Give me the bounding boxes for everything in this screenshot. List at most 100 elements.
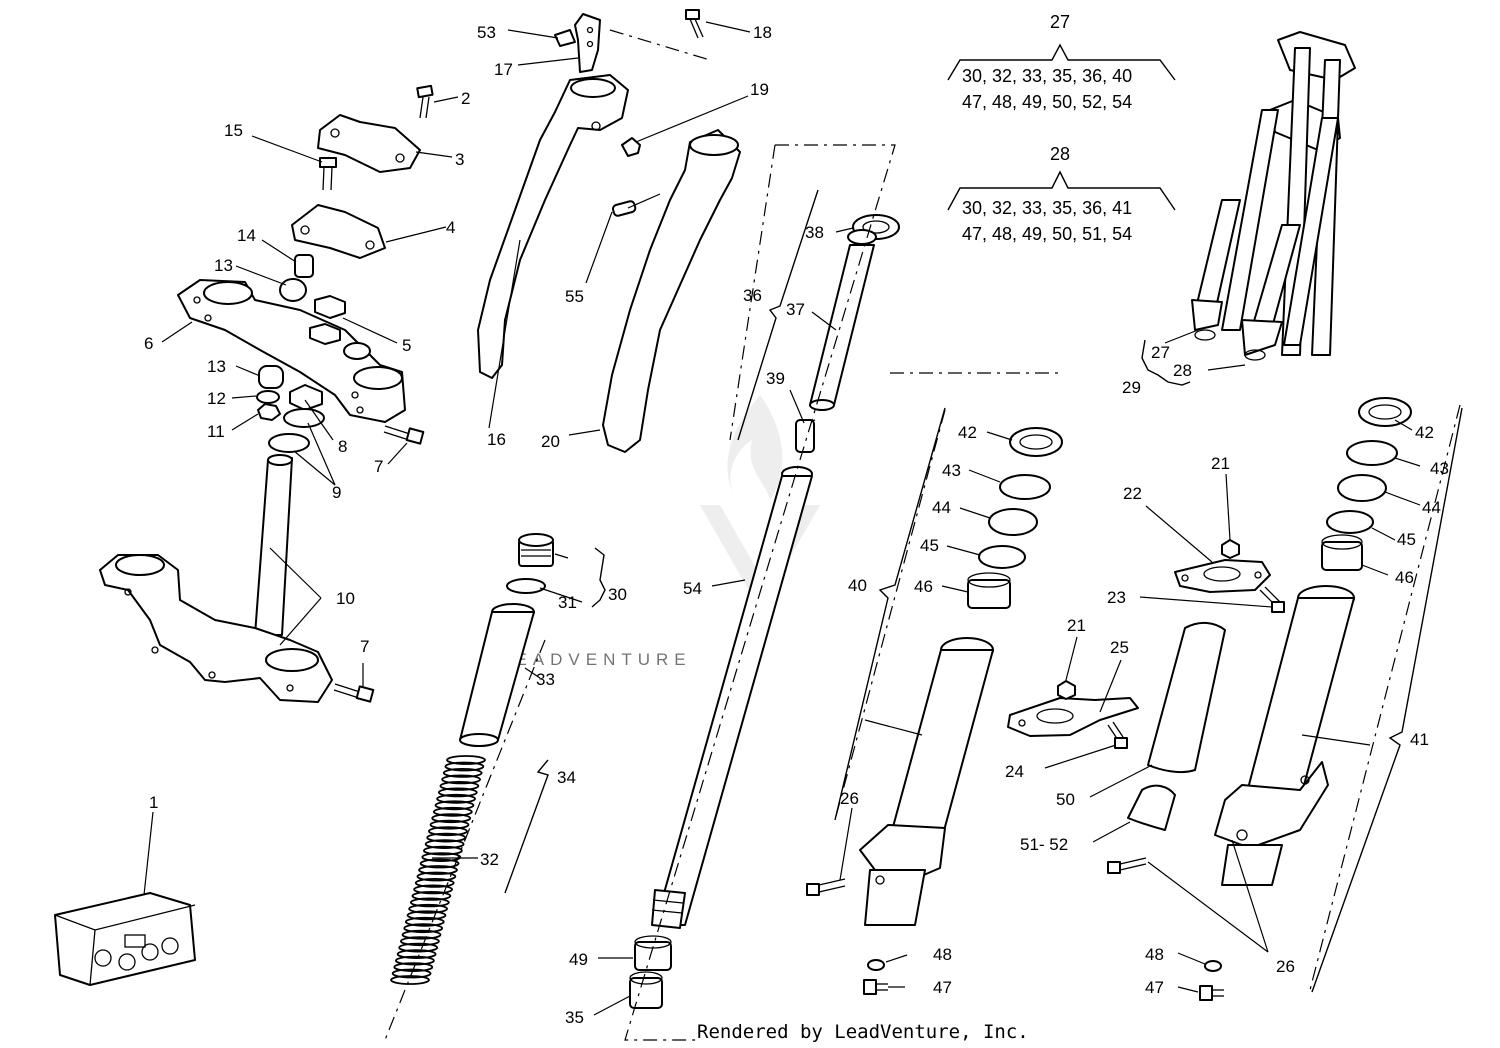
- part-7-bolt-upper: [383, 425, 425, 445]
- spring-coil: [401, 929, 442, 940]
- callout-55: 55: [565, 287, 584, 306]
- callout-54: 54: [683, 579, 702, 598]
- callout-14: 14: [237, 226, 256, 245]
- kit-27-line1: 30, 32, 33, 35, 36, 40: [962, 66, 1132, 86]
- callout-6: 6: [144, 334, 153, 353]
- part-20-clamp-ring: [689, 134, 739, 156]
- callout-1: 1: [149, 793, 158, 812]
- part-29-fork-assembly: [1191, 31, 1356, 361]
- spring-coil: [398, 942, 439, 953]
- part-22-bracket: [1174, 559, 1271, 593]
- spring-coil: [391, 968, 432, 979]
- kit-28-line1: 30, 32, 33, 35, 36, 41: [962, 198, 1132, 218]
- callout-22: 22: [1123, 484, 1142, 503]
- spring-coil: [442, 768, 483, 778]
- spring-coil: [422, 845, 463, 856]
- callout-10: 10: [336, 589, 355, 608]
- part-47-drain-screw-right: [1199, 985, 1224, 1001]
- callout-21a: 21: [1211, 454, 1230, 473]
- part-15-bolt: [319, 157, 337, 191]
- part-31-o-ring: [506, 578, 546, 594]
- part-5-nut: [314, 295, 346, 319]
- footer-credit: Rendered by LeadVenture, Inc.: [697, 1021, 1029, 1043]
- callout-18: 18: [753, 23, 772, 42]
- spring-coil: [409, 897, 450, 908]
- part-30-fork-cap: [518, 533, 554, 567]
- spring-coil: [424, 839, 465, 849]
- part-5-nut-2: [309, 323, 341, 345]
- spring-coil: [444, 761, 485, 772]
- callout-29: 29: [1122, 378, 1141, 397]
- callout-16: 16: [487, 430, 506, 449]
- part-4-clamp-lower: [291, 204, 386, 259]
- spring-coil: [429, 819, 470, 830]
- callout-45b: 45: [1397, 530, 1416, 549]
- callout-33: 33: [536, 670, 555, 689]
- callout-8: 8: [338, 437, 347, 456]
- callout-5: 5: [402, 336, 411, 355]
- callout-23: 23: [1107, 588, 1126, 607]
- part-43-circlip: [999, 474, 1051, 500]
- part-45-washer: [978, 545, 1026, 569]
- part-10-lower-triple-clamp: [99, 454, 333, 703]
- callout-51-52: 51- 52: [1020, 835, 1068, 854]
- part-50-tube: [1147, 622, 1226, 774]
- part-21-nut-upper: [1221, 539, 1240, 559]
- spring-coil: [434, 800, 475, 811]
- callout-48b: 48: [1145, 945, 1164, 964]
- callout-50: 50: [1056, 790, 1075, 809]
- part-26-axle-bolt-right: [1107, 857, 1147, 874]
- callout-43b: 43: [1430, 459, 1449, 478]
- spring-coil: [399, 936, 440, 947]
- part-54-inner-tube: [651, 466, 813, 929]
- callout-4: 4: [446, 218, 455, 237]
- callout-15: 15: [224, 121, 243, 140]
- callout-13a: 13: [207, 357, 226, 376]
- callout-49: 49: [569, 950, 588, 969]
- part-3-clamp-top: [317, 114, 421, 173]
- callout-45a: 45: [920, 536, 939, 555]
- part-13-rubber-lower: [258, 365, 284, 389]
- part-8-stem-nut: [289, 384, 323, 411]
- callout-46b: 46: [1395, 568, 1414, 587]
- part-16-clamp-ring: [570, 78, 616, 98]
- callout-7b: 7: [360, 637, 369, 656]
- part-45-washer-right: [1326, 510, 1374, 534]
- spring-coil: [418, 865, 458, 875]
- callout-26b: 26: [1276, 957, 1295, 976]
- callout-53: 53: [477, 23, 496, 42]
- callout-43a: 43: [942, 461, 961, 480]
- spring-coil: [413, 884, 454, 895]
- spring-coil: [441, 774, 482, 785]
- spring-coil: [427, 826, 468, 837]
- part-20-fork-cover-right: [602, 129, 741, 453]
- part-14-bushing: [294, 254, 314, 278]
- callout-11: 11: [207, 422, 225, 441]
- spring-coil: [411, 891, 452, 901]
- spring-coil: [414, 878, 455, 888]
- part-26-axle-bolt-left: [806, 878, 846, 896]
- callout-48a: 48: [933, 945, 952, 964]
- spring-coil: [403, 923, 444, 934]
- part-6-upper-triple-clamp: [177, 279, 406, 423]
- spring-coil: [446, 755, 486, 765]
- callout-21b: 21: [1067, 616, 1086, 635]
- part-9-washer-b: [268, 433, 310, 453]
- kit-28-number: 28: [1050, 144, 1070, 164]
- watermark-text: LEADVENTURE: [500, 650, 692, 669]
- part-43-circlip-right: [1346, 440, 1398, 466]
- part-16-fork-cover-left: [477, 74, 629, 379]
- kit-group-27: 27 30, 32, 33, 35, 36, 40 47, 48, 49, 50…: [962, 12, 1132, 112]
- part-48-washer-right: [1204, 960, 1222, 972]
- callout-27-small: 27: [1151, 343, 1170, 362]
- part-13-rubber-upper: [279, 278, 307, 302]
- callout-25: 25: [1110, 638, 1129, 657]
- spring-coil: [426, 832, 467, 843]
- callout-42b: 42: [1415, 423, 1434, 442]
- part-41-right-outer-leg: [1214, 585, 1355, 886]
- braces: [504, 43, 1463, 993]
- part-2-bolt: [416, 84, 434, 119]
- callout-47b: 47: [1145, 978, 1164, 997]
- callout-24: 24: [1005, 762, 1024, 781]
- callout-46a: 46: [914, 577, 933, 596]
